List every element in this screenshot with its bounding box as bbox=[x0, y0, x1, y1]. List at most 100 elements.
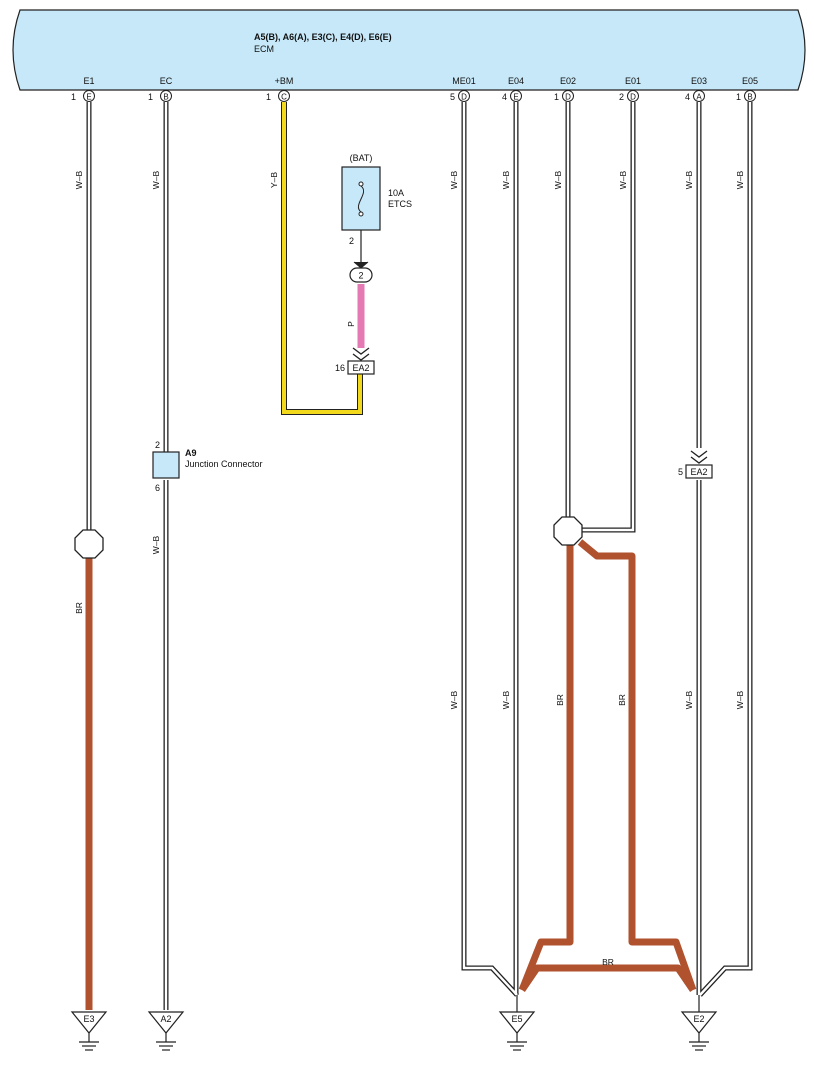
ecm-body bbox=[12, 9, 806, 91]
svg-text:Junction Connector: Junction Connector bbox=[185, 459, 263, 469]
wire-label: W–B bbox=[553, 170, 563, 189]
svg-text:E: E bbox=[86, 93, 91, 102]
svg-text:2: 2 bbox=[358, 271, 363, 281]
pin-terminal: 1 D bbox=[554, 90, 574, 102]
pin-name: E01 bbox=[625, 76, 641, 86]
ecm-pin-terminals: 1 E 1 B 1 C 5 D 4 E 1 D 2 bbox=[71, 90, 756, 102]
pin-terminal: 4 A bbox=[685, 90, 705, 102]
fuse-icon bbox=[357, 181, 365, 217]
svg-text:B: B bbox=[747, 93, 752, 102]
wire-label: W–B bbox=[449, 690, 459, 709]
svg-text:D: D bbox=[565, 93, 571, 102]
wire-label: W–B bbox=[151, 535, 161, 554]
svg-text:1: 1 bbox=[148, 92, 153, 102]
svg-text:A9: A9 bbox=[185, 448, 197, 458]
ecm-connectors-label: A5(B), A6(A), E3(C), E4(D), E6(E) bbox=[254, 32, 392, 42]
wire-label: W–B bbox=[151, 170, 161, 189]
fuse-rating-label: 10A bbox=[388, 188, 404, 198]
wire-label: W–B bbox=[501, 690, 511, 709]
svg-text:4: 4 bbox=[502, 92, 507, 102]
fuse-source-label: (BAT) bbox=[350, 153, 373, 163]
svg-text:B: B bbox=[163, 93, 168, 102]
wire-label: BR bbox=[74, 602, 84, 614]
splice-e02 bbox=[553, 516, 583, 546]
br-wire-e01 bbox=[577, 539, 697, 992]
svg-text:6: 6 bbox=[155, 483, 160, 493]
wire-label: Y–B bbox=[269, 172, 279, 188]
ground-a2: A2 bbox=[147, 1011, 185, 1051]
svg-text:EA2: EA2 bbox=[352, 363, 369, 373]
wire-label: W–B bbox=[684, 170, 694, 189]
svg-text:A2: A2 bbox=[160, 1014, 171, 1024]
wire-label: BR bbox=[602, 957, 614, 967]
svg-text:16: 16 bbox=[335, 363, 345, 373]
svg-text:4: 4 bbox=[685, 92, 690, 102]
wire-color-labels: W–B W–B Y–B W–B W–B W–B W–B W–B W–B P BR… bbox=[74, 170, 745, 967]
svg-text:5: 5 bbox=[450, 92, 455, 102]
ground-e5: E5 bbox=[498, 1011, 536, 1051]
svg-text:E: E bbox=[513, 93, 518, 102]
svg-text:C: C bbox=[281, 93, 287, 102]
pin-name: E1 bbox=[83, 76, 94, 86]
splice-e1 bbox=[74, 529, 104, 559]
wire-label: W–B bbox=[501, 170, 511, 189]
br-wire-crossover bbox=[519, 964, 696, 992]
pin-terminal: 1 C bbox=[266, 90, 290, 102]
wire-label: W–B bbox=[74, 170, 84, 189]
wb-wires-core bbox=[87, 102, 752, 1010]
wire-label: W–B bbox=[684, 690, 694, 709]
pin-name: E05 bbox=[742, 76, 758, 86]
wire-label: P bbox=[346, 321, 356, 327]
wire-label: W–B bbox=[618, 170, 628, 189]
svg-text:E5: E5 bbox=[511, 1014, 522, 1024]
svg-text:1: 1 bbox=[71, 92, 76, 102]
ecm-pin-names: E1 EC +BM ME01 E04 E02 E01 E03 E05 bbox=[83, 76, 758, 86]
svg-text:A: A bbox=[696, 93, 702, 102]
pin-terminal: 2 D bbox=[619, 90, 639, 102]
svg-text:1: 1 bbox=[736, 92, 741, 102]
fuse-name-label: ETCS bbox=[388, 199, 412, 209]
pin-name: ME01 bbox=[452, 76, 476, 86]
fuse-pin-label: 2 bbox=[349, 236, 354, 246]
svg-text:EA2: EA2 bbox=[690, 467, 707, 477]
svg-text:D: D bbox=[461, 93, 467, 102]
ea2-connector-right: EA2 5 bbox=[678, 450, 713, 479]
wire-label: W–B bbox=[449, 170, 459, 189]
svg-text:E2: E2 bbox=[693, 1014, 704, 1024]
ecm-name-label: ECM bbox=[254, 44, 274, 54]
fuse-etcs: (BAT) 10A ETCS 2 bbox=[341, 153, 412, 262]
pin-terminal: 1 B bbox=[736, 90, 756, 102]
svg-text:D: D bbox=[630, 93, 636, 102]
pin-terminal: 5 D bbox=[450, 90, 470, 102]
pin-terminal: 1 E bbox=[71, 90, 95, 102]
pin-terminal: 4 E bbox=[502, 90, 522, 102]
pin-name: EC bbox=[160, 76, 173, 86]
svg-text:2: 2 bbox=[619, 92, 624, 102]
wire-label: W–B bbox=[735, 170, 745, 189]
ground-e2: E2 bbox=[680, 1011, 718, 1051]
pin-terminal: 1 B bbox=[148, 90, 172, 102]
ecm-block: A5(B), A6(A), E3(C), E4(D), E6(E) ECM bbox=[12, 9, 806, 91]
pin-name: E03 bbox=[691, 76, 707, 86]
wire-label: BR bbox=[555, 694, 565, 706]
pin-name: E02 bbox=[560, 76, 576, 86]
svg-text:5: 5 bbox=[678, 467, 683, 477]
svg-text:1: 1 bbox=[554, 92, 559, 102]
junction-connector-a9: 2 6 A9 Junction Connector bbox=[152, 440, 263, 493]
inline-connector-pin2: 2 bbox=[349, 261, 373, 283]
pin-name: +BM bbox=[275, 76, 294, 86]
wire-label: BR bbox=[617, 694, 627, 706]
yb-wire bbox=[281, 102, 363, 415]
svg-text:1: 1 bbox=[266, 92, 271, 102]
ground-stubs bbox=[516, 995, 700, 1012]
ground-e3: E3 bbox=[70, 1011, 108, 1051]
splice-points bbox=[74, 516, 583, 559]
svg-text:E3: E3 bbox=[83, 1014, 94, 1024]
wb-wires-outline bbox=[86, 102, 753, 1010]
svg-text:2: 2 bbox=[155, 440, 160, 450]
br-wires bbox=[85, 539, 697, 1010]
br-wire-e02 bbox=[518, 542, 574, 992]
ea2-connector-top: EA2 16 bbox=[335, 347, 375, 375]
wire-label: W–B bbox=[735, 690, 745, 709]
